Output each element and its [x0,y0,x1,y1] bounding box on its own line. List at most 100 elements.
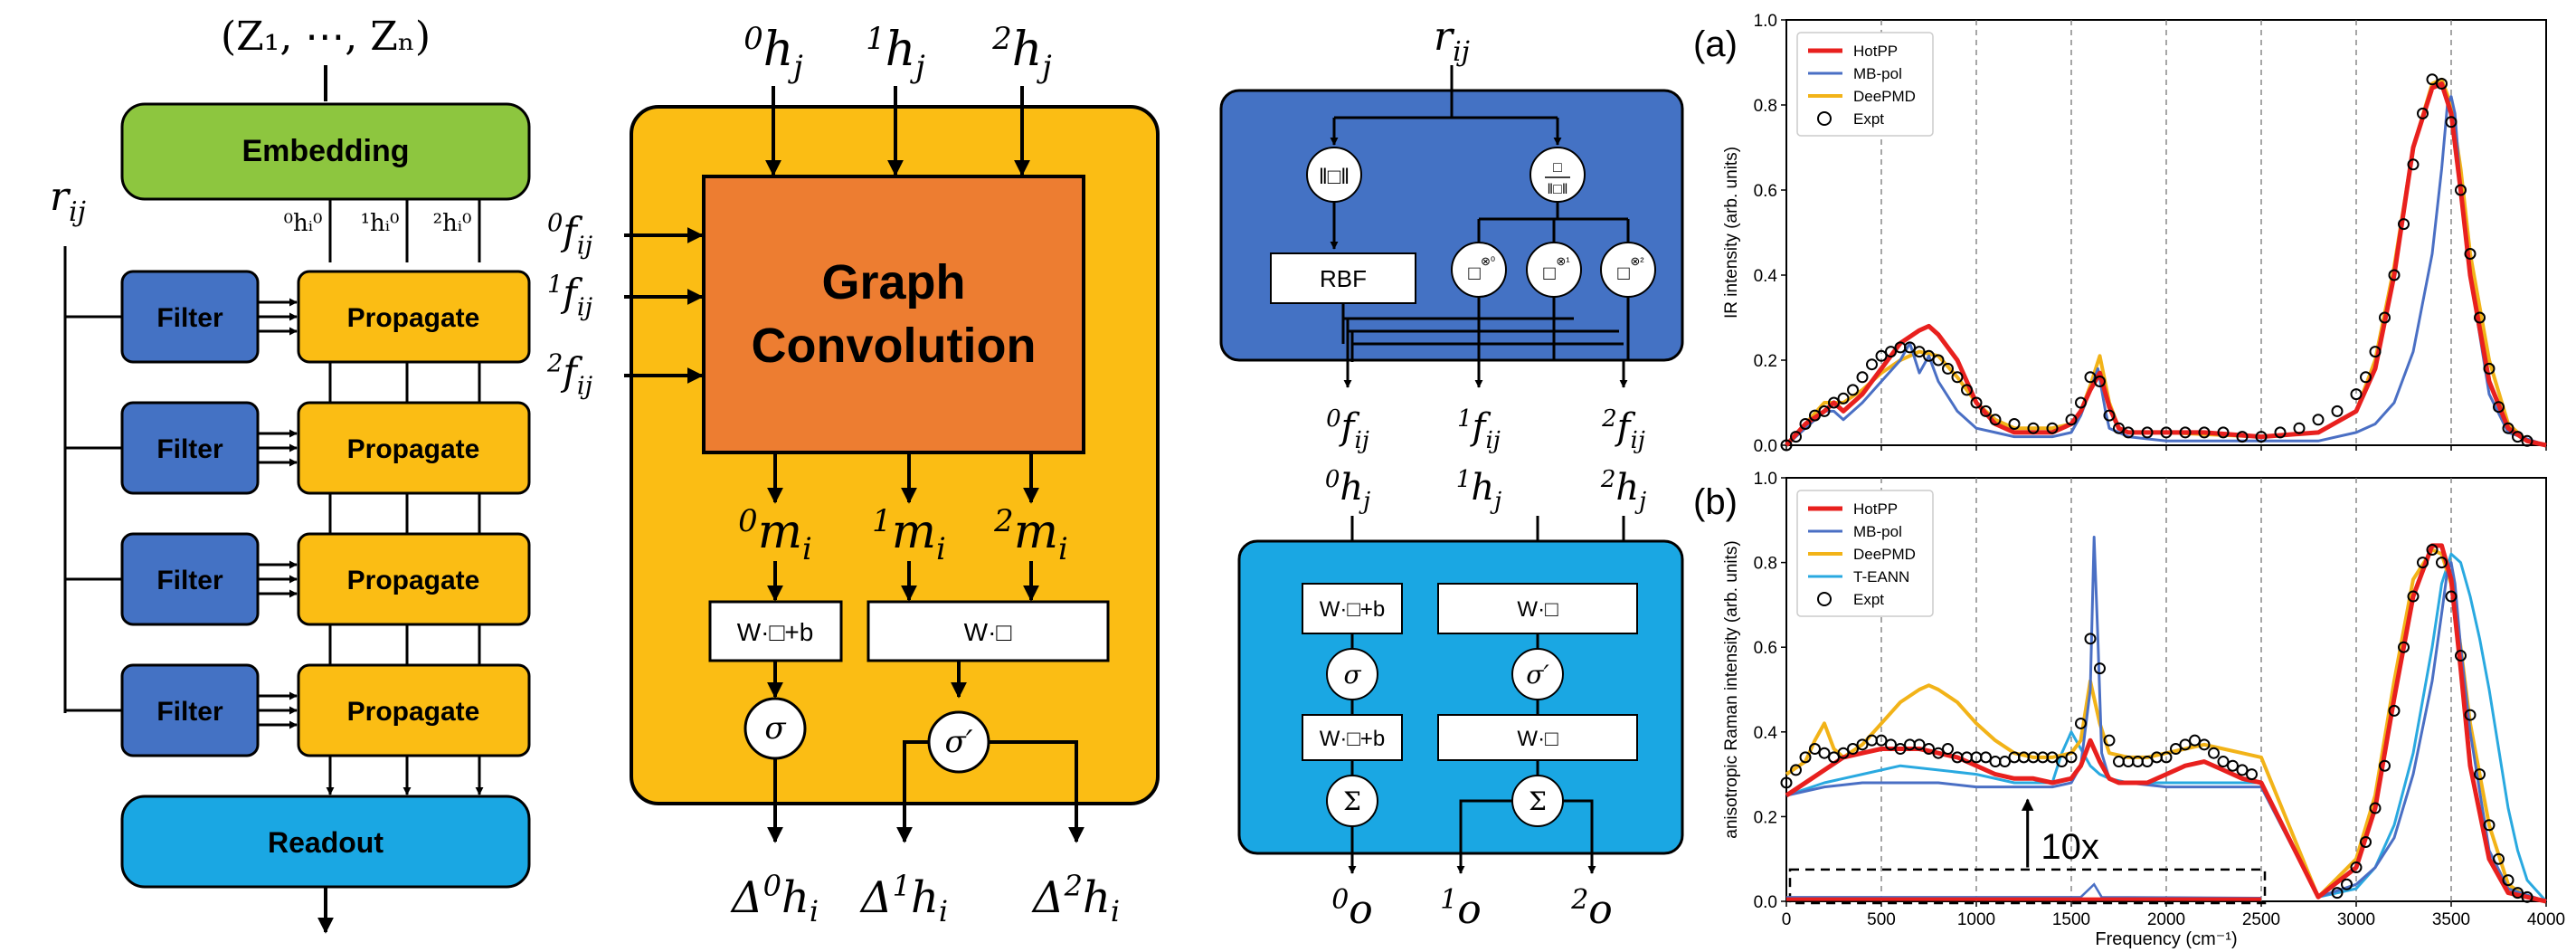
readout-h0-input-label: 0hj [1325,466,1370,515]
legend-marker [1817,111,1832,126]
expt-point [2483,362,2496,375]
expt-point [1809,743,1821,756]
expt-point [2436,78,2448,90]
expt-point [2103,409,2116,422]
expt-point [1875,734,1888,747]
svg-text:σ′: σ′ [1526,660,1549,690]
series-line-mb-pol [1785,536,2547,903]
expt-point [1866,358,1878,371]
legend-box [1796,490,1934,617]
expt-point [2094,662,2106,675]
legend-box [1796,32,1934,137]
expt-point [2075,717,2087,729]
expt-point [2274,426,2287,439]
h1-label: ¹hᵢ⁰ [361,210,400,237]
expt-point [2493,401,2505,414]
expt-point [1894,743,1907,756]
legend-label: MB-pol [1853,523,1902,540]
y-tick-label: 0.2 [1754,808,1777,827]
m2-i-label: 2mi [993,503,1068,566]
expt-point [2360,835,2372,848]
o2-output-label: 2o [1570,884,1613,933]
x-tick-label: 2000 [2147,910,2185,929]
expt-point [1790,764,1802,776]
sigma-prime-label: σ′ [945,724,973,760]
filter-label: Filter [156,566,223,595]
expt-point [2236,764,2249,776]
expt-point [2094,376,2106,387]
rbf-label: RBF [1320,265,1367,292]
expt-point [1818,405,1831,417]
svg-text:‖□‖: ‖□‖ [1319,165,1350,189]
expt-point [1799,418,1812,430]
x-tick-label: 3500 [2432,910,2470,929]
expt-point [1923,349,1935,362]
propagate-block [297,532,531,626]
expt-point [1847,384,1859,396]
filter-label: Filter [156,303,223,333]
filter-f0-output-label: 0fij [1326,405,1369,454]
gc-label-line1: Graph [821,255,965,309]
panel-tag: (a) [1693,24,1738,64]
expt-point [2208,747,2220,759]
expt-point [2217,426,2230,439]
m0-i-label: 0mi [738,503,812,566]
y-tick-label: 1.0 [1754,12,1777,31]
expt-point [2179,426,2192,439]
svg-text:W·□+b: W·□+b [1320,597,1386,622]
expt-point [2398,641,2410,653]
expt-point [1856,738,1869,751]
expt-point [1856,371,1869,384]
legend-label: HotPP [1853,43,1898,60]
expt-point [2388,269,2401,281]
svg-text:W·□: W·□ [1517,597,1558,622]
h2-label: ²hᵢ⁰ [433,210,472,237]
propagate-label: Propagate [347,303,480,333]
y-tick-label: 0.8 [1754,555,1777,574]
x-tick-label: 1000 [1957,910,1995,929]
expt-point [2474,768,2486,781]
expt-point [2455,184,2467,196]
expt-point [2350,388,2363,401]
expt-point [2512,431,2524,443]
expt-point [2417,107,2429,119]
zoom-annotation: 10x [2041,827,2099,867]
svg-text:□: □ [1543,262,1555,284]
expt-point [2360,371,2372,384]
svg-text:□: □ [1617,262,1629,284]
expt-point [2369,346,2382,358]
gc-label-line2: Convolution [752,319,1037,373]
linear-label: W·□ [964,618,1012,646]
filter-f1-output-label: 1fij [1457,405,1501,454]
linear-bias-label: W·□+b [737,618,814,646]
expt-point [1818,747,1831,759]
svg-text:W·□+b: W·□+b [1320,727,1386,751]
expt-point [1923,743,1935,756]
h0-j-input-label: 0hj [743,21,803,84]
rij-label-left: rij [50,174,86,228]
svg-text:σ: σ [1343,660,1361,690]
y-axis-label: anisotropic Raman intensity (arb. units) [1722,540,1741,838]
legend-label: HotPP [1853,500,1898,518]
expt-point [2179,738,2192,751]
expt-point [1980,751,1992,764]
cg-order-label: ⊗² [1630,254,1644,268]
y-tick-label: 0.2 [1754,352,1777,371]
expt-point [2065,751,2078,764]
expt-point [2331,405,2344,417]
expt-point [2008,418,2021,430]
expt-point [1913,738,1926,751]
h0-label: ⁰hᵢ⁰ [284,210,323,237]
raw-baseline-mbpol [1786,882,2262,900]
svg-text:□: □ [1553,160,1562,176]
legend-marker [1817,592,1832,606]
expt-point [1885,738,1897,751]
expt-point [2445,116,2458,129]
series-line-deepmd [1785,547,2547,903]
expt-point [1837,392,1850,405]
expt-point [2046,422,2059,434]
expt-point [1913,346,1926,358]
expt-point [2160,751,2173,764]
expt-point [2141,756,2154,768]
